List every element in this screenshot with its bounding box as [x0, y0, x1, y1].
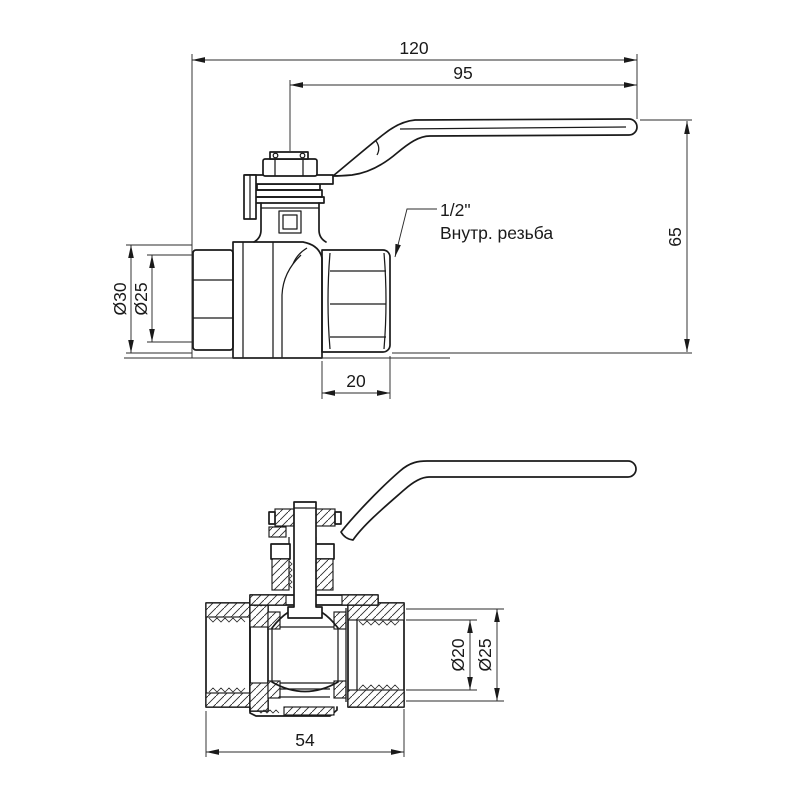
section-dimensions: Ø20 Ø25 54: [205, 608, 504, 757]
dim-label-d25-top: Ø25: [131, 282, 151, 315]
side-view-dimensions: 120 95 65 Ø30 Ø25 20 1/2" Внутр.: [110, 38, 692, 399]
handle-lever: [332, 118, 638, 177]
dim-label-95: 95: [453, 63, 472, 83]
thread-coupling: [321, 249, 391, 353]
section-view: Ø20 Ø25 54: [205, 460, 637, 757]
union-nut-body: [232, 241, 323, 359]
stem-washer: [269, 151, 309, 160]
thread-type-label: Внутр. резьба: [440, 223, 553, 243]
section-stem-assembly: [268, 501, 342, 619]
thread-note-leader: [394, 208, 437, 258]
dim-label-d20: Ø20: [448, 638, 468, 671]
dim-label-54: 54: [295, 730, 315, 750]
section-handle: [340, 460, 637, 541]
thread-size-label: 1/2": [440, 200, 471, 220]
valve-neck: [253, 202, 327, 243]
side-view-valve-body: [192, 183, 391, 359]
stem-hex-nut: [262, 158, 318, 177]
dim-label-d30: Ø30: [110, 282, 130, 315]
stem-nut-assembly: [243, 151, 334, 220]
top-view: 120 95 65 Ø30 Ø25 20 1/2" Внутр.: [110, 38, 692, 399]
dim-label-20: 20: [346, 371, 366, 391]
dim-label-120: 120: [399, 38, 428, 58]
side-view-handle: [332, 118, 638, 177]
valve-stem: [287, 501, 323, 619]
dim-label-d25-section: Ø25: [475, 638, 495, 671]
hex-end-cap: [192, 249, 234, 351]
dim-label-65: 65: [665, 227, 685, 246]
bottom-boss: [249, 706, 338, 717]
left-socket: [205, 602, 251, 708]
